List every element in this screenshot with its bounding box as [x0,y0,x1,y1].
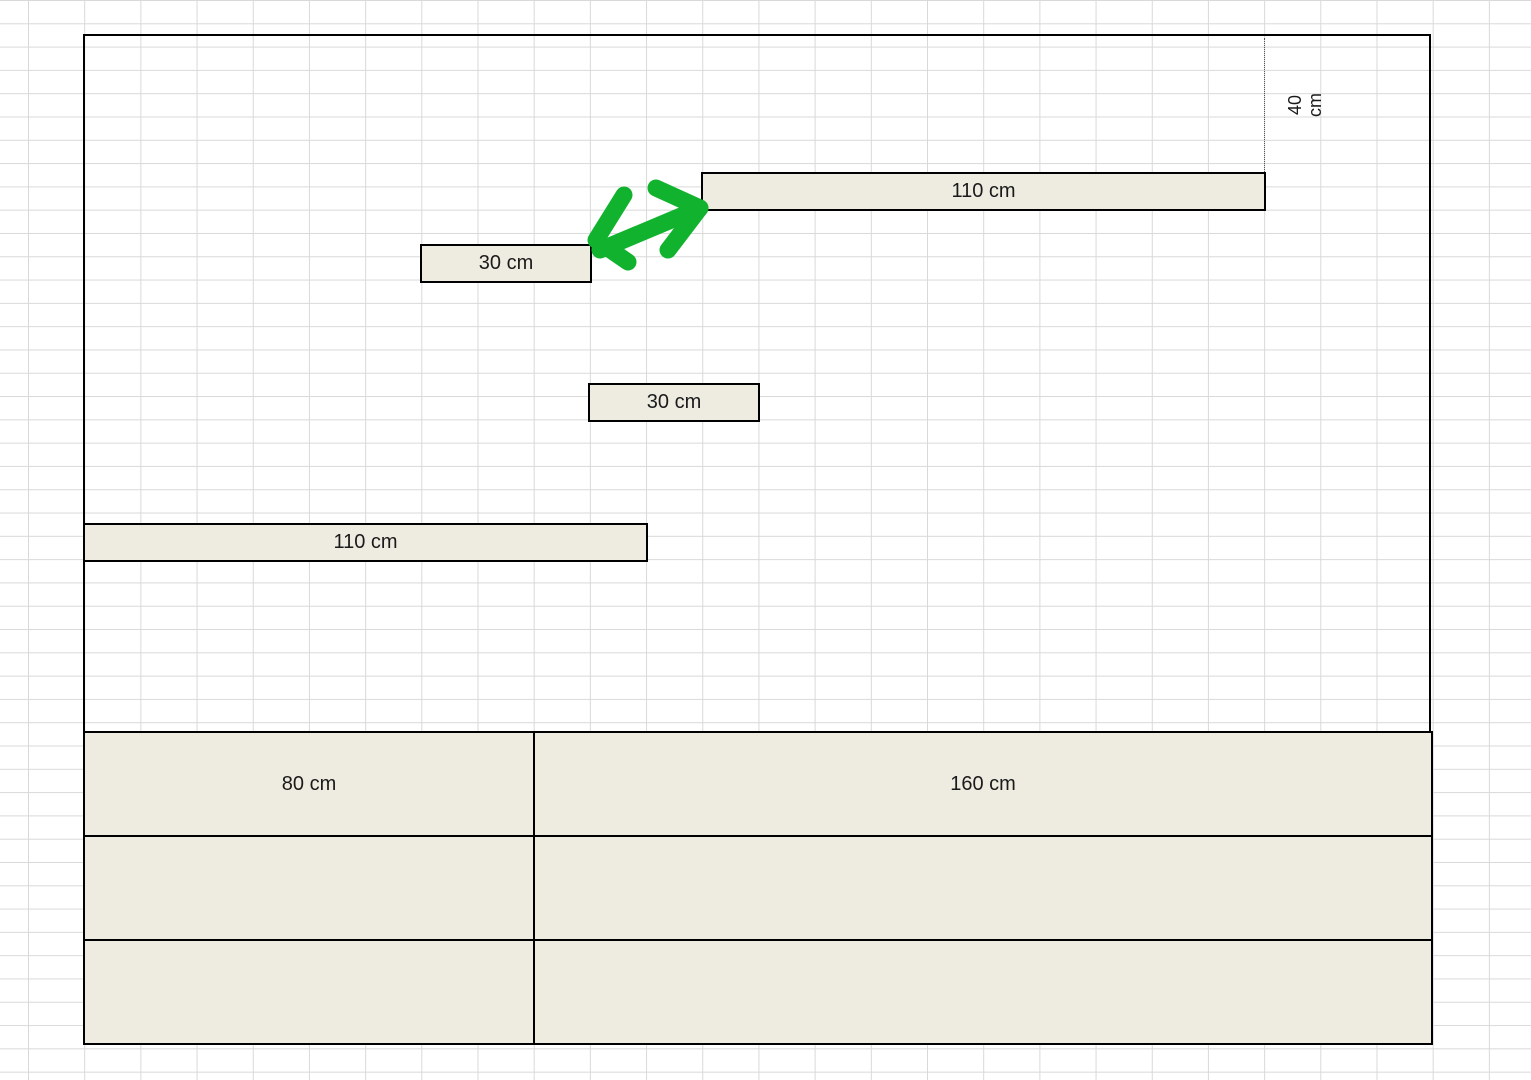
shelf-label: 30 cm [478,252,534,274]
arrow-shaft [591,199,709,259]
shelf-label: 30 cm [646,391,702,413]
cabinet-cell [83,835,535,941]
cabinet-cell [533,939,1433,1045]
shelf-top-right: 110 cm [701,172,1266,211]
shelf-label: 110 cm [951,180,1016,202]
arrow-head-left [587,186,637,271]
shelf-upper-left: 30 cm [420,244,592,283]
height-dimension-line [1264,38,1265,172]
cabinet-cell: 160 cm [533,731,1433,837]
cabinet-cell-label: 80 cm [281,772,337,795]
arrow-head-right [647,179,709,259]
cabinet-cell: 80 cm [83,731,535,837]
cabinet-cell [83,939,535,1045]
shelf-label: 110 cm [333,531,398,553]
cabinet-cell-label: 160 cm [950,772,1016,795]
shelf-middle: 30 cm [588,383,760,422]
shelf-lower-left: 110 cm [83,523,648,562]
double-arrow-icon [587,179,709,271]
